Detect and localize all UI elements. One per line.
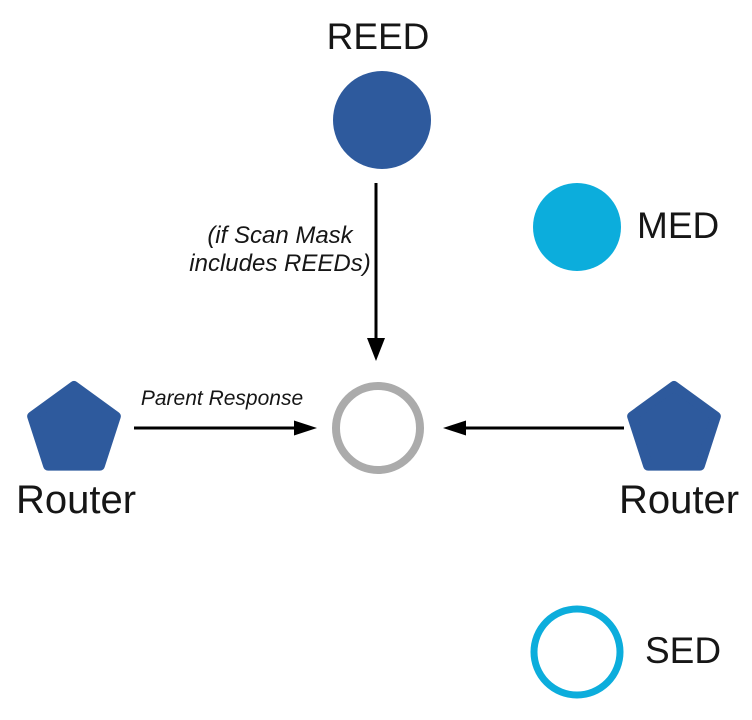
- router-left-node-icon: [27, 381, 121, 471]
- center-node-icon: [332, 382, 424, 474]
- reed-label: REED: [326, 16, 430, 57]
- reed-node-icon: [333, 71, 431, 169]
- router-right-label: Router: [618, 478, 740, 522]
- scan-mask-note-line1: (if Scan Mask: [207, 222, 353, 249]
- med-node-icon: [533, 183, 621, 271]
- scan-mask-note-line2: includes REEDs): [189, 250, 371, 277]
- scan-mask-note: (if Scan Mask includes REEDs): [189, 222, 370, 278]
- router-left-to-center-arrowhead-icon: [294, 420, 317, 436]
- reed-to-center-arrowhead-icon: [367, 338, 385, 361]
- sed-node-icon: [530, 605, 624, 699]
- router-right-to-center-arrowhead-icon: [443, 420, 466, 436]
- router-right-node-icon: [627, 381, 721, 471]
- router-left-label: Router: [15, 478, 137, 522]
- parent-response-note: Parent Response: [140, 387, 304, 410]
- med-label: MED: [637, 205, 720, 246]
- reed-to-center-arrow: [367, 183, 385, 361]
- router-left-to-center-arrow: [134, 420, 317, 436]
- sed-label: SED: [645, 630, 722, 671]
- router-right-to-center-arrow: [443, 420, 624, 436]
